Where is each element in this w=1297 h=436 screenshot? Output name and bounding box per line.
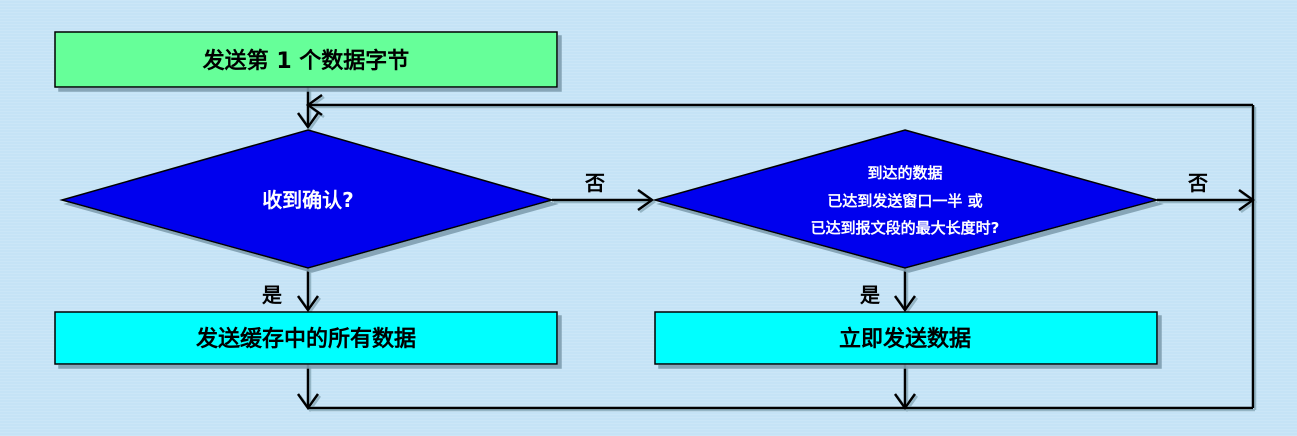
process-send-all-label: 发送缓存中的所有数据: [195, 326, 416, 352]
decision-buffer-line3: 已达到报文段的最大长度时?: [811, 219, 1000, 237]
branch-label-yes-1: 是: [261, 283, 282, 307]
decision-ack: 收到确认?: [59, 129, 555, 269]
arrowhead-send-all: [296, 295, 320, 313]
arrowhead-loop-in: [305, 93, 323, 117]
branch-label-yes-2: 是: [859, 283, 880, 307]
start-box-label: 发送第 1 个数据字节: [202, 48, 410, 74]
branch-label-no-2: 否: [1187, 171, 1208, 195]
arrowhead-ack-top: [296, 112, 320, 130]
start-box: 发送第 1 个数据字节: [54, 31, 558, 88]
arrowhead-buffer-left: [637, 188, 655, 212]
process-send-now-label: 立即发送数据: [839, 326, 971, 352]
decision-buffer-line1: 到达的数据: [867, 164, 942, 182]
connectors: [296, 87, 1256, 411]
decision-buffer-line2: 已达到发送窗口一半 或: [827, 192, 982, 210]
arrowhead-send-now: [893, 295, 917, 313]
branch-label-no-1: 否: [584, 171, 605, 195]
decision-buffer: 到达的数据 已达到发送窗口一半 或 已达到报文段的最大长度时?: [652, 129, 1160, 269]
process-send-now: 立即发送数据: [654, 311, 1158, 365]
decision-ack-label: 收到确认?: [262, 188, 354, 212]
arrowhead-right-line: [1238, 188, 1256, 212]
process-send-all: 发送缓存中的所有数据: [54, 311, 558, 365]
